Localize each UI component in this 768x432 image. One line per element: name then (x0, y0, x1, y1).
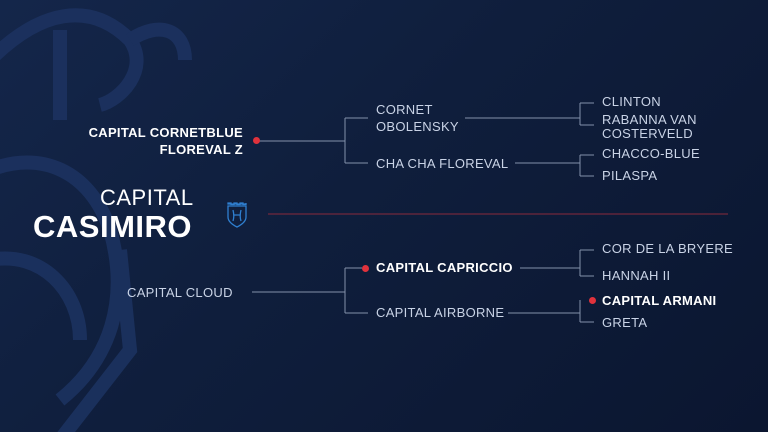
sire-sire-name-line2: Obolensky (376, 119, 459, 134)
dam-sire-marker-dot (362, 265, 369, 272)
dam-dam-name: Capital Airborne (376, 305, 505, 320)
sire-name-line2: Floreval Z (159, 142, 243, 157)
ggp-3-name: Chacco-Blue (602, 146, 700, 161)
dam-sire-name: Capital Capriccio (376, 260, 513, 275)
ggp-2-name-line1: Rabanna van (602, 112, 697, 127)
sire-dam-name: Cha Cha Floreval (376, 156, 509, 171)
subject-name-line1: Capital (100, 185, 194, 210)
ggp-5-name: Cor de la Bryere (602, 241, 733, 256)
ggp-1-name: Clinton (602, 94, 661, 109)
subject-name-line2: Casimiro (33, 209, 192, 244)
ggp-2-name-line2: Costerveld (602, 126, 693, 141)
ggp-7-name: Capital Armani (602, 293, 717, 308)
ggp-4-name: Pilaspa (602, 168, 658, 183)
ggp-6-name: Hannah II (602, 268, 671, 283)
ggp-8-name: Greta (602, 315, 648, 330)
sire-name-line1: Capital Cornetblue (88, 125, 243, 140)
stable-crest-icon (227, 202, 247, 228)
dam-name: Capital Cloud (127, 285, 233, 300)
ggp-7-marker-dot (589, 297, 596, 304)
sire-sire-name-line1: Cornet (376, 102, 433, 117)
sire-marker-dot (253, 137, 260, 144)
